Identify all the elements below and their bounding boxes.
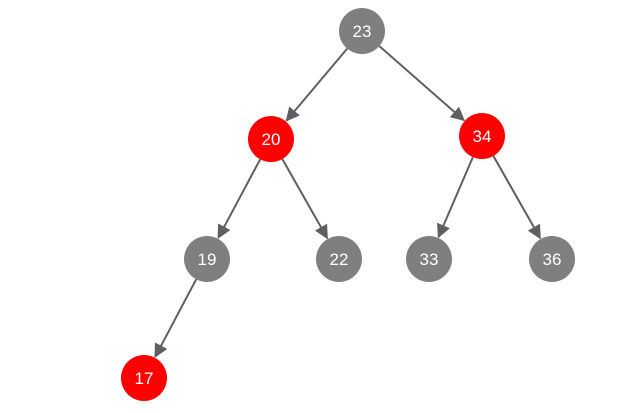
edge-n23-to-n34 (378, 45, 465, 122)
node-circle-20 (248, 116, 294, 162)
node-label-34: 34 (473, 127, 492, 146)
node-circle-33 (406, 236, 452, 282)
node-circle-22 (316, 236, 362, 282)
tree-node-34: 34 (459, 113, 505, 159)
node-label-17: 17 (135, 369, 154, 388)
tree-node-22: 22 (316, 236, 362, 282)
node-label-20: 20 (262, 130, 281, 149)
node-circle-19 (184, 236, 230, 282)
node-label-33: 33 (420, 250, 439, 269)
tree-node-33: 33 (406, 236, 452, 282)
tree-edges (154, 45, 541, 359)
edge-n34-to-n36 (492, 155, 541, 240)
edge-n20-to-n19 (217, 158, 262, 240)
node-label-23: 23 (353, 22, 372, 41)
node-label-36: 36 (543, 250, 562, 269)
tree-node-19: 19 (184, 236, 230, 282)
tree-nodes: 23 20 34 19 22 33 36 17 (121, 8, 575, 401)
node-circle-36 (529, 236, 575, 282)
edge-n34-to-n33 (437, 156, 474, 239)
tree-node-17: 17 (121, 355, 167, 401)
node-label-22: 22 (330, 250, 349, 269)
tree-node-20: 20 (248, 116, 294, 162)
edge-n19-to-n17 (154, 278, 198, 359)
edge-n20-to-n22 (281, 158, 329, 240)
tree-node-36: 36 (529, 236, 575, 282)
edge-n23-to-n20 (285, 47, 348, 122)
tree-node-23: 23 (339, 8, 385, 54)
node-circle-23 (339, 8, 385, 54)
node-label-19: 19 (198, 250, 217, 269)
node-circle-17 (121, 355, 167, 401)
node-circle-34 (459, 113, 505, 159)
